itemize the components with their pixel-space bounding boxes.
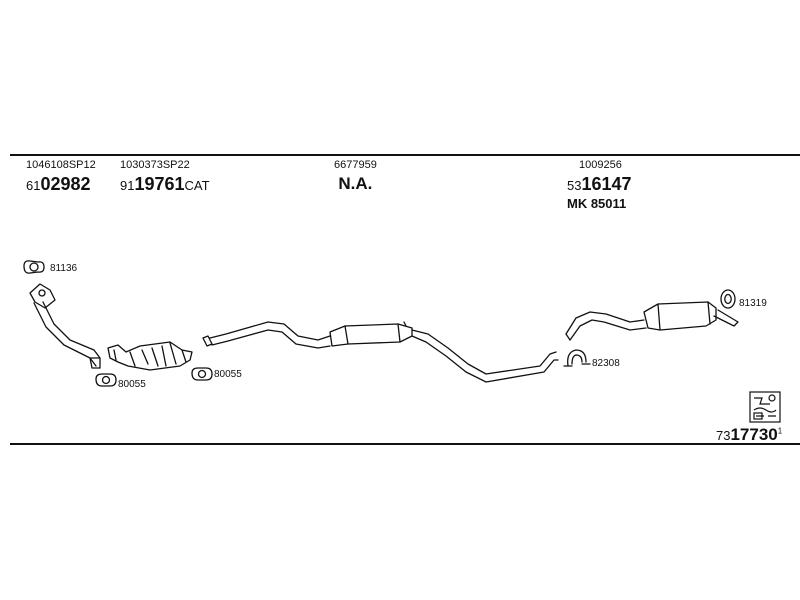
assembly-set-icon <box>749 391 781 423</box>
rubber-mount-icon <box>720 289 736 309</box>
catalyst-oem-number: 1030373SP22 <box>120 159 190 171</box>
front-pipe-oem-number: 1046108SP12 <box>26 159 96 171</box>
catalytic-converter-icon <box>107 341 193 371</box>
catalyst-part: 1030373SP22 9119761CAT <box>120 159 210 194</box>
front-pipe-code: 02982 <box>40 174 91 194</box>
middle-code: N.A. <box>338 174 373 193</box>
assembly-set-superscript: 1 <box>777 426 783 436</box>
front-pipe-prefix: 61 <box>26 178 41 193</box>
catalyst-inlet-gasket-icon <box>95 373 117 387</box>
rear-oem-number: 1009256 <box>579 159 622 171</box>
catalyst-outlet-gasket-icon <box>191 367 213 381</box>
catalyst-prefix: 91 <box>120 178 135 193</box>
catalyst-suffix: CAT <box>184 178 210 193</box>
rubber-mount-label: 81319 <box>739 298 767 309</box>
clamp-label: 82308 <box>592 358 620 369</box>
catalyst-code: 19761 <box>134 174 185 194</box>
gasket-cat-out-label: 80055 <box>214 369 242 380</box>
rear-mounting-kit: MK 85011 <box>567 196 627 211</box>
rear-prefix: 53 <box>567 178 582 193</box>
bottom-rule <box>10 443 800 445</box>
front-pipe-part: 1046108SP12 6102982 <box>26 159 96 194</box>
clamp-icon <box>563 349 591 367</box>
gasket-cat-in-label: 80055 <box>118 379 146 390</box>
assembly-set-prefix: 73 <box>716 428 731 443</box>
gasket-front-label: 81136 <box>50 263 78 274</box>
rear-code: 16147 <box>581 174 632 194</box>
assembly-set-code: 17730 <box>730 425 778 444</box>
middle-pipe-icon <box>202 321 559 383</box>
front-pipe-icon <box>29 283 101 369</box>
rear-silencer-icon <box>565 301 739 341</box>
middle-part: 6677959 N.A. <box>334 159 377 193</box>
top-rule <box>10 154 800 156</box>
assembly-set-number: 73177301 <box>716 426 782 444</box>
middle-oem-number: 6677959 <box>334 159 377 171</box>
rear-part: 1009256 5316147 MK 85011 <box>567 159 632 211</box>
front-gasket-icon <box>23 260 45 274</box>
